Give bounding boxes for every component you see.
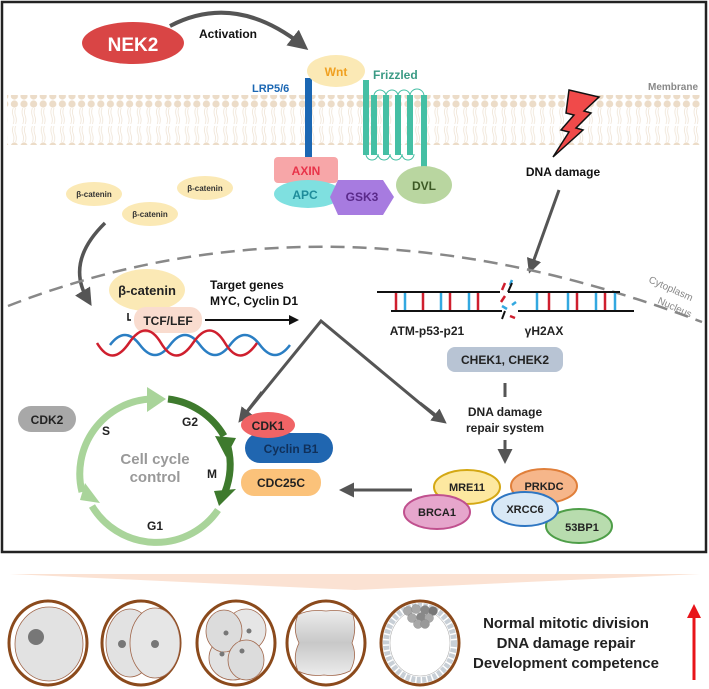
embryo-2-cell	[100, 599, 182, 687]
tcf-lef-node	[134, 307, 202, 333]
dna-damage-label: DNA damage	[526, 165, 601, 179]
brca1-node	[403, 494, 471, 530]
cycle-arrowhead-m	[214, 489, 236, 506]
prkdc-label: PRKDC	[524, 481, 563, 493]
beta-catenin-cyto-2	[177, 176, 233, 200]
beta-catenin-cyto-1-label: β-catenin	[76, 190, 112, 199]
frizzled-label: Frizzled	[373, 68, 418, 82]
beta-catenin-nuc-label: β-catenin	[118, 283, 176, 298]
atm-p53-p21-label: ATM-p53-p21	[390, 324, 465, 338]
membrane-label: Membrane	[648, 82, 698, 93]
outcome-2: DNA damage repair	[497, 635, 636, 652]
beta-catenin-cyto-3	[122, 202, 178, 226]
nuclear-envelope	[7, 245, 703, 324]
53bp1-label: 53BP1	[565, 522, 599, 534]
lrp-receptor	[305, 78, 312, 160]
repair-system-line2: repair system	[466, 421, 544, 435]
target-genes-line2: MYC, Cyclin D1	[210, 294, 298, 308]
outcome-3: Development competence	[473, 655, 659, 672]
cycle-arc-g1	[89, 504, 221, 546]
wnt-label: Wnt	[325, 65, 348, 79]
cell-cycle-label-1: Cell cycle	[120, 451, 189, 468]
cycle-arc-s	[76, 395, 151, 493]
cycle-arrowhead-g1	[80, 483, 100, 503]
chek-label: CHEK1, CHEK2	[461, 353, 549, 367]
gsk3-label: GSK3	[346, 190, 379, 204]
wnt-node	[307, 55, 365, 87]
phase-s: S	[102, 424, 110, 438]
cell-membrane	[7, 95, 702, 145]
target-genes-line1: Target genes	[210, 278, 284, 292]
translocation-arrow	[75, 221, 107, 306]
chek-node	[447, 347, 563, 372]
dvl-label: DVL	[412, 179, 436, 193]
gsk3-node	[330, 180, 394, 215]
cycle-arrowhead-g2	[215, 436, 236, 457]
phase-g1: G1	[147, 519, 163, 533]
dna-helix-red	[95, 329, 259, 357]
nek2-node	[82, 22, 184, 64]
bracket-mark	[127, 313, 131, 321]
cycle-arrowhead-s	[147, 387, 166, 412]
axin-node	[274, 157, 338, 183]
to-cell-cycle-arrow	[238, 391, 264, 423]
apc-label: APC	[292, 188, 318, 202]
gh2ax-label: γH2AX	[525, 324, 564, 338]
beta-catenin-cyto-3-label: β-catenin	[132, 210, 168, 219]
apc-node	[274, 180, 342, 208]
dna-helix-blue	[109, 333, 291, 357]
embryo-morula	[285, 599, 367, 687]
cdc25c-node	[241, 469, 321, 496]
cdk1-node	[241, 412, 295, 438]
dna-damage-arrow	[526, 189, 561, 274]
lrp-label: LRP5/6	[252, 83, 289, 95]
split-arrow-body	[240, 318, 441, 422]
top-panel-frame	[0, 0, 708, 554]
up-arrow-icon	[687, 604, 701, 618]
nek2-label: NEK2	[108, 35, 159, 56]
phase-m: M	[207, 467, 217, 481]
frizzled-loops	[365, 88, 425, 161]
to-repair-arrow	[419, 401, 447, 424]
activation-label: Activation	[199, 27, 257, 41]
beta-catenin-nuc	[109, 269, 185, 311]
dvl-node	[396, 166, 452, 204]
phase-g2: G2	[182, 415, 198, 429]
lightning-icon	[552, 89, 601, 158]
cdk1-label: CDK1	[252, 419, 285, 433]
53bp1-node	[545, 508, 613, 544]
activation-arrow	[169, 10, 309, 50]
brca1-label: BRCA1	[418, 507, 456, 519]
xrcc6-node	[491, 491, 559, 527]
broken-dna	[377, 279, 634, 320]
repair-system-line1: DNA damage	[468, 405, 543, 419]
axin-label: AXIN	[292, 164, 321, 178]
cdk2-label: CDK2	[31, 413, 64, 427]
xrcc6-label: XRCC6	[506, 504, 543, 516]
cycle-arc-m	[221, 446, 234, 494]
cycle-arc-g2	[167, 395, 228, 438]
embryo-blastocyst	[379, 599, 461, 687]
mre11-label: MRE11	[449, 482, 485, 494]
cyclin-b1-node	[245, 433, 333, 463]
cell-cycle-label-2: control	[130, 469, 181, 486]
beta-catenin-cyto-1	[66, 182, 122, 206]
outcome-1: Normal mitotic division	[483, 615, 649, 632]
cdk2-node	[18, 406, 76, 432]
frizzled-receptor	[363, 80, 427, 170]
tcf-lef-label: TCF/LEF	[143, 314, 192, 328]
cdc25c-label: CDC25C	[257, 476, 305, 490]
embryo-4-cell	[195, 599, 277, 687]
funnel-shape	[10, 574, 700, 590]
embryo-1-cell	[7, 599, 89, 687]
beta-catenin-cyto-2-label: β-catenin	[187, 184, 223, 193]
cyclin-b1-label: Cyclin B1	[264, 442, 319, 456]
